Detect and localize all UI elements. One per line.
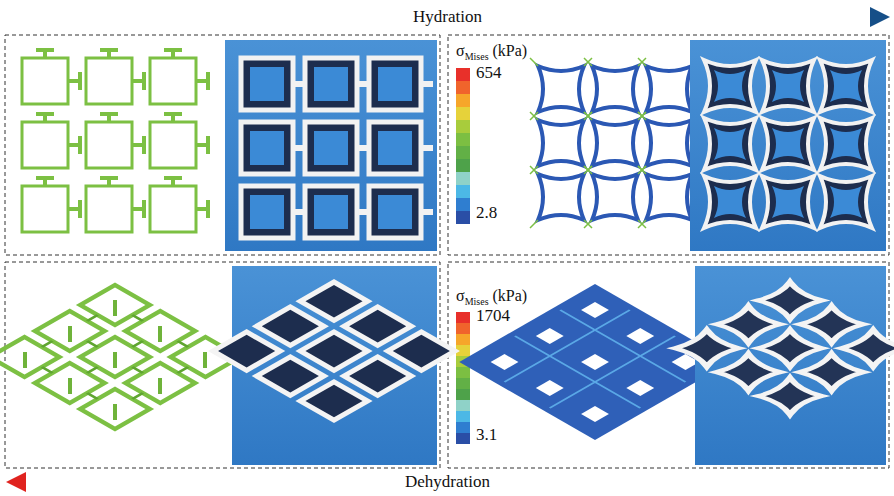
colorbar-max: 1704 [476,307,510,326]
arrow-label: Hydration [407,8,488,27]
symbol-text: σ [456,287,465,304]
symbol-text: (kPa) [493,42,528,59]
subscript: Mises [465,51,489,62]
symbol-text: σ [456,42,465,59]
colorbar-title: σMises (kPa) [456,42,527,60]
colorbar-title: σMises (kPa) [456,287,527,305]
colorbar-max: 654 [476,64,502,83]
colorbar-min: 3.1 [476,426,497,445]
symbol-text: (kPa) [493,287,528,304]
subscript: Mises [465,296,489,307]
colorbar-min: 2.8 [476,204,497,223]
arrow-label: Dehydration [399,473,496,492]
